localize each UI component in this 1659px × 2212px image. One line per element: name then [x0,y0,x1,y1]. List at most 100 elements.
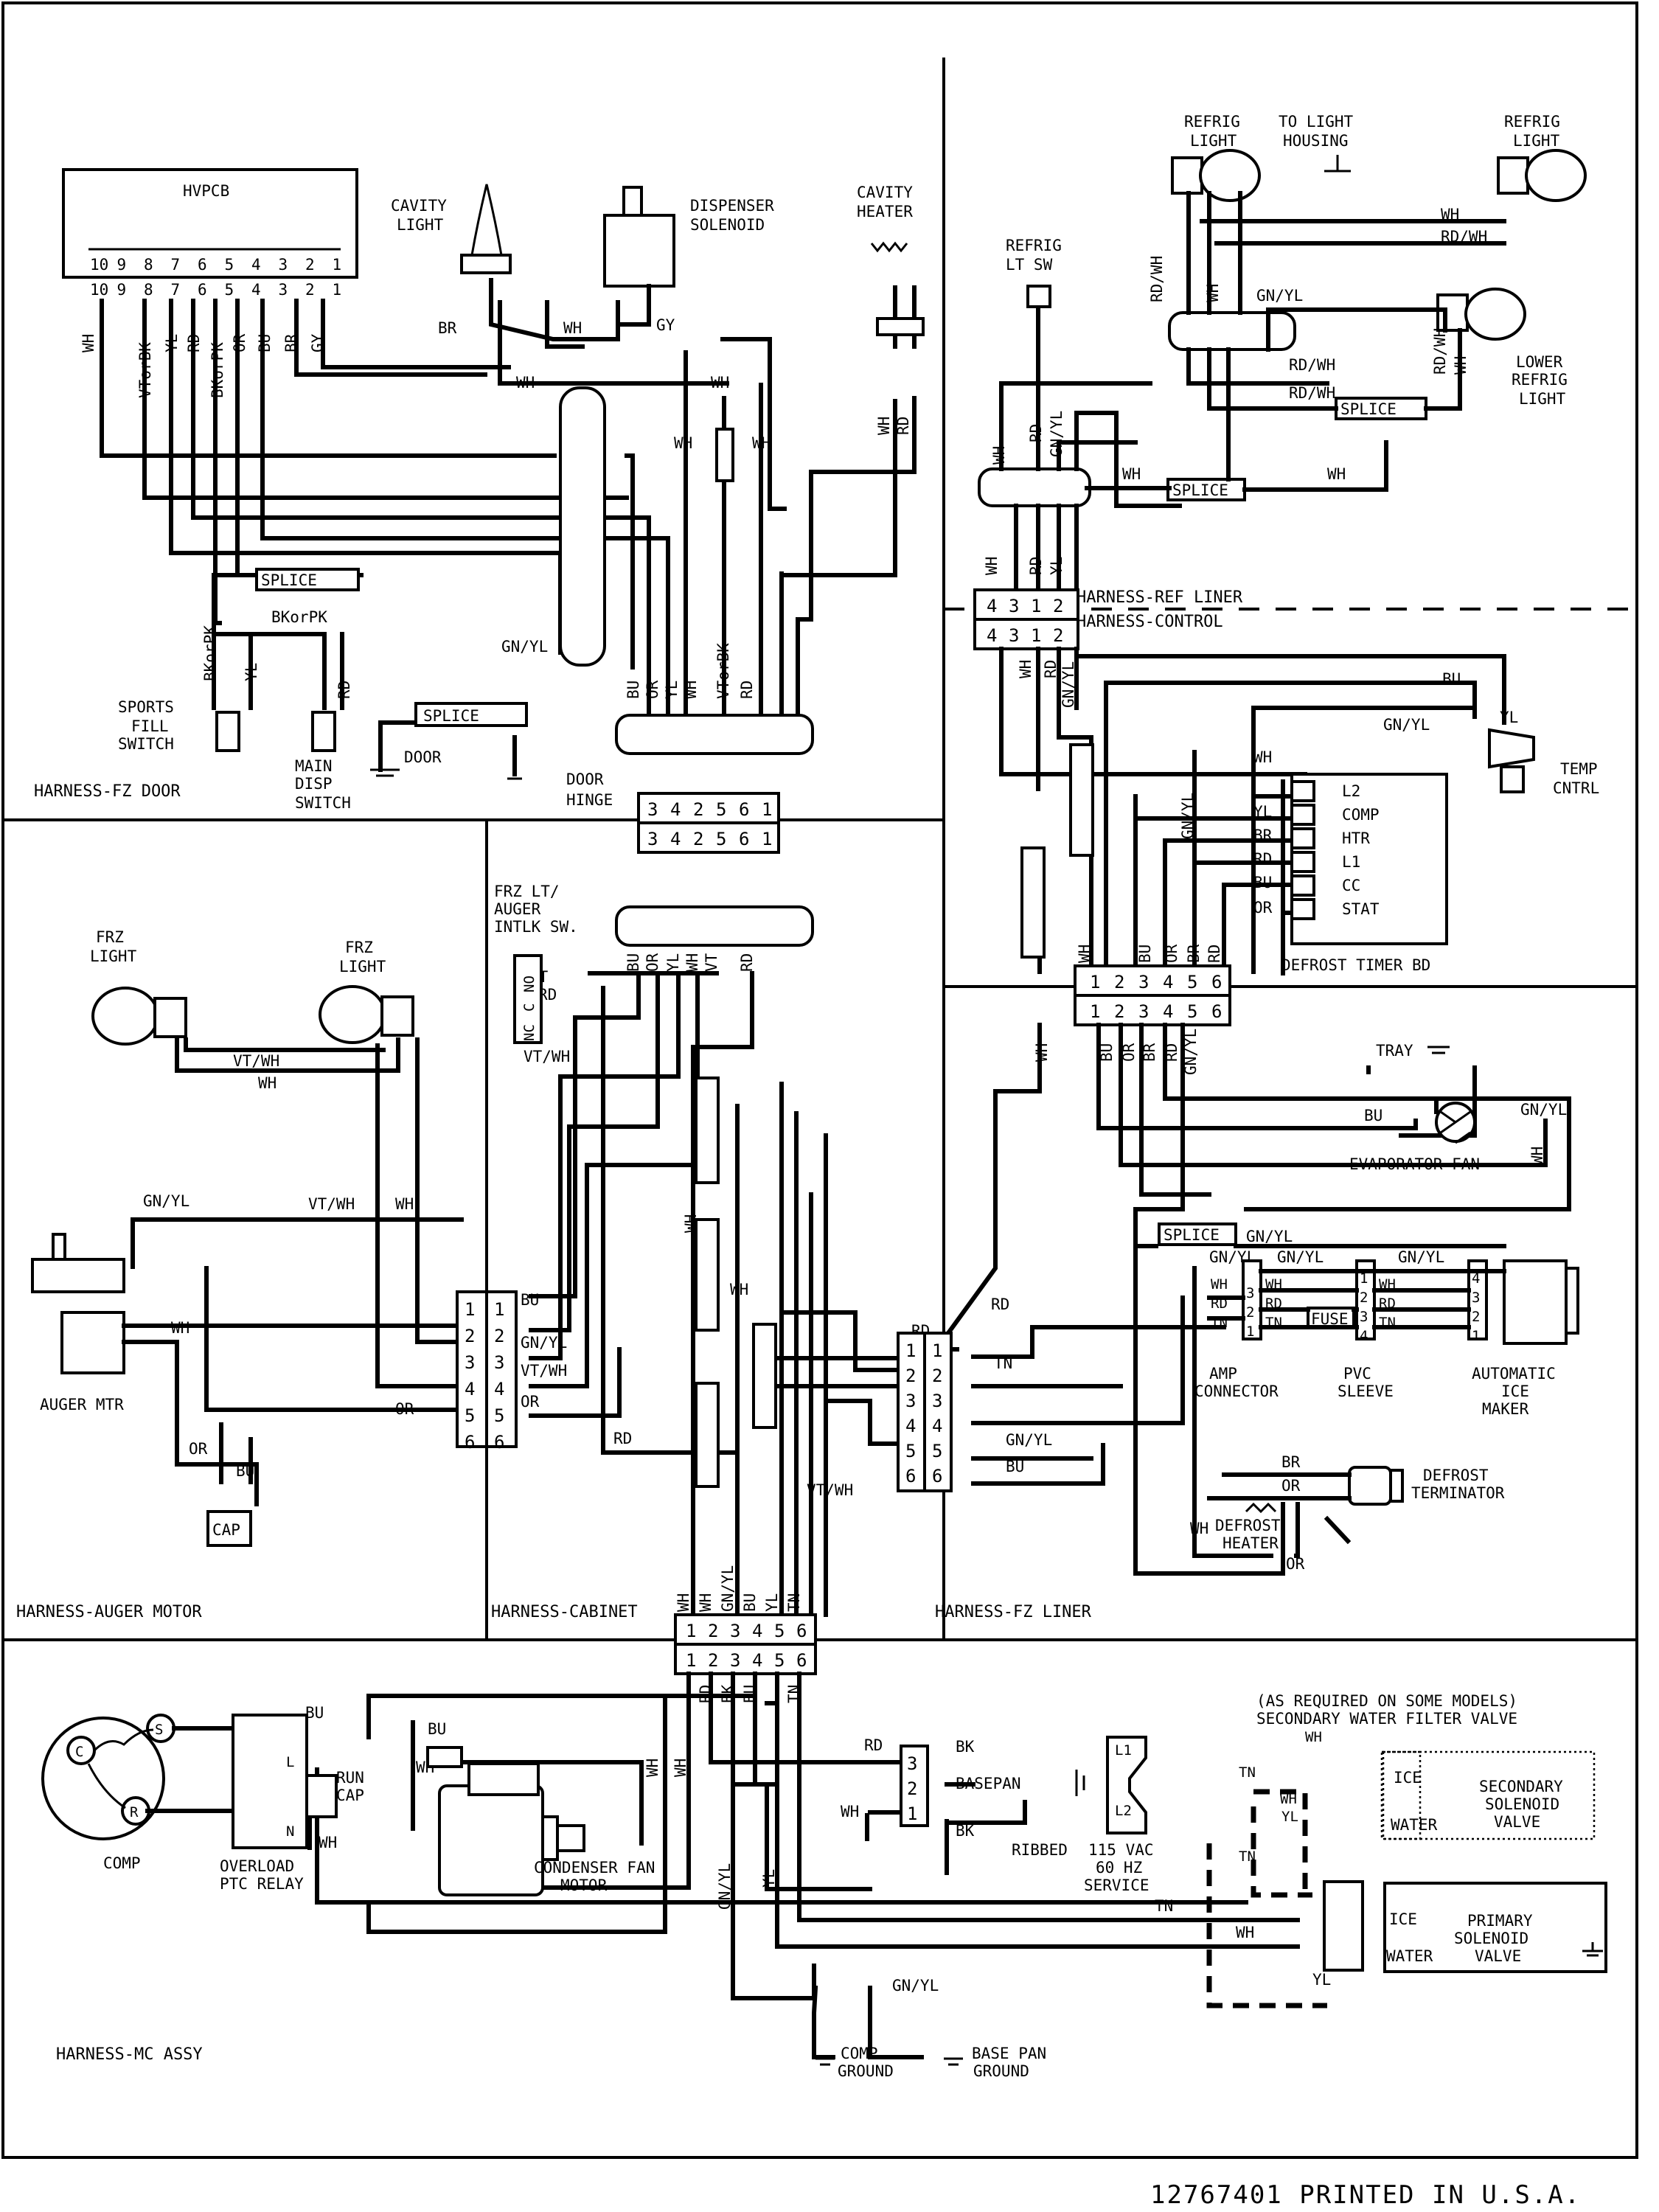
connector-pin-label: 5 [716,799,726,820]
svg-text:TN: TN [785,1593,803,1612]
svg-text:PRIMARY: PRIMARY [1467,1912,1533,1930]
svg-text:BU: BU [521,1291,539,1309]
svg-text:YL: YL [760,1869,778,1888]
svg-text:WH: WH [1379,1276,1396,1293]
svg-text:BU: BU [1253,874,1272,891]
svg-text:TN: TN [1239,1848,1256,1865]
svg-text:DEFROST: DEFROST [1423,1467,1489,1484]
connector-pin-label: 1 [686,1650,696,1671]
svg-text:YL: YL [1048,557,1065,575]
connector-pin-label: 4 [987,625,997,646]
svg-text:NC: NC [521,1024,538,1041]
svg-text:AUGER: AUGER [494,900,541,918]
svg-text:DOOR: DOOR [404,748,442,766]
connector-pin-label: 9 [117,256,127,274]
svg-text:DEFROST TIMER BD: DEFROST TIMER BD [1281,956,1430,974]
svg-text:SOLENOID: SOLENOID [1485,1795,1559,1813]
svg-text:ICE: ICE [1501,1382,1529,1400]
svg-text:GN/YL: GN/YL [1246,1228,1293,1245]
connector-pin-label: 7 [171,281,181,299]
svg-text:SERVICE: SERVICE [1084,1877,1150,1894]
svg-text:OR: OR [1281,1477,1301,1495]
svg-text:GN/YL: GN/YL [1256,287,1303,305]
door-harness-colors: BU OR YL WH VTorBK RD [625,643,756,699]
connector-pin-label: 1 [932,1340,942,1361]
splice-label: SPLICE [1164,1226,1220,1244]
grounds: COMP GROUND BASE PAN GROUND [815,2045,1046,2080]
svg-text:WH: WH [516,374,535,392]
svg-text:WH: WH [1265,1276,1282,1293]
svg-text:WH: WH [697,1593,714,1612]
svg-text:OR: OR [1163,944,1180,963]
svg-text:RIBBED: RIBBED [1012,1841,1068,1859]
frz-lights: FRZ LIGHT FRZ LIGHT VT/WH WH VT/WH WH [90,928,459,1388]
control-splices [1020,743,1094,959]
svg-text:BU: BU [305,1704,324,1722]
water-valves: (AS REQUIRED ON SOME MODELS) SECONDARY W… [1155,1692,1607,2008]
connector-pin-label: 1 [1090,1001,1100,1022]
connector-pin-label: 6 [198,256,207,274]
timer-terminal [1290,874,1315,897]
svg-text:RD: RD [1042,660,1060,678]
svg-text:WH: WH [682,1214,700,1233]
connector-pin-label: 3 [1009,625,1019,646]
svg-text:HINGE: HINGE [566,791,613,809]
connector-pin-label: 1 [1472,1328,1480,1344]
svg-text:ICE: ICE [1389,1910,1417,1928]
svg-text:LIGHT: LIGHT [339,958,386,975]
svg-text:WATER: WATER [1391,1816,1438,1834]
svg-text:GN/YL: GN/YL [1209,1248,1256,1266]
cavity-light: CAVITY LIGHT BR WH [391,184,620,341]
svg-text:VT/WH: VT/WH [807,1481,853,1499]
svg-text:GN/YL: GN/YL [716,1863,734,1910]
svg-text:TO LIGHT: TO LIGHT [1279,113,1354,131]
svg-text:RD: RD [1379,1295,1396,1312]
svg-text:WH: WH [258,1074,276,1092]
svg-text:WH: WH [990,446,1008,465]
svg-text:GN/YL: GN/YL [1179,793,1197,839]
svg-text:VTorBK: VTorBK [136,342,154,398]
svg-text:C: C [75,1744,83,1760]
cavity-heater: CAVITY HEATER WH RD [857,184,925,435]
svg-text:FRZ: FRZ [345,939,373,956]
svg-text:WH: WH [1452,356,1470,375]
svg-text:RD: RD [738,953,756,972]
svg-text:WH: WH [1017,660,1034,678]
connector-pin-label: 4 [987,596,997,616]
svg-text:RD: RD [738,681,756,699]
timer-terminal [1290,851,1315,873]
connector-pin-label: 1 [762,829,772,849]
svg-text:CAP: CAP [212,1521,240,1539]
svg-text:WH: WH [644,1759,661,1777]
svg-text:115 VAC: 115 VAC [1088,1841,1154,1859]
svg-text:TRAY: TRAY [1376,1042,1413,1060]
svg-text:LT SW: LT SW [1006,256,1053,274]
svg-text:RD: RD [1211,1295,1228,1312]
connector-pin-label: 8 [144,256,153,274]
refrig-bundle [978,191,1506,592]
connector-pin-label: 5 [932,1441,942,1461]
svg-text:CONDENSER FAN: CONDENSER FAN [534,1859,655,1877]
svg-text:WH: WH [730,1281,748,1298]
svg-text:BU: BU [1364,1107,1382,1124]
svg-text:GN/YL: GN/YL [1006,1431,1052,1449]
timer-terminal-label: COMP [1342,806,1380,824]
connector-pin-label: 2 [905,1366,916,1386]
svg-text:YL: YL [664,953,682,972]
svg-text:LOWER: LOWER [1516,353,1563,371]
svg-text:YL: YL [763,1593,781,1612]
connector-pin-label: 5 [1187,972,1197,992]
connector-pin-label: 2 [305,281,315,299]
svg-text:CAP: CAP [336,1787,364,1804]
svg-text:WH: WH [80,334,97,352]
svg-text:BR: BR [1281,1453,1301,1471]
svg-text:TN: TN [1155,1897,1173,1915]
connector-pin-label: 1 [762,799,772,820]
svg-text:RD: RD [1027,557,1045,575]
svg-text:WH: WH [1236,1924,1254,1941]
fz-door-wiring [100,285,917,776]
svg-text:GN/YL: GN/YL [1383,716,1430,734]
connector-pin-label: 2 [1053,596,1063,616]
svg-text:BU: BU [1006,1458,1024,1475]
